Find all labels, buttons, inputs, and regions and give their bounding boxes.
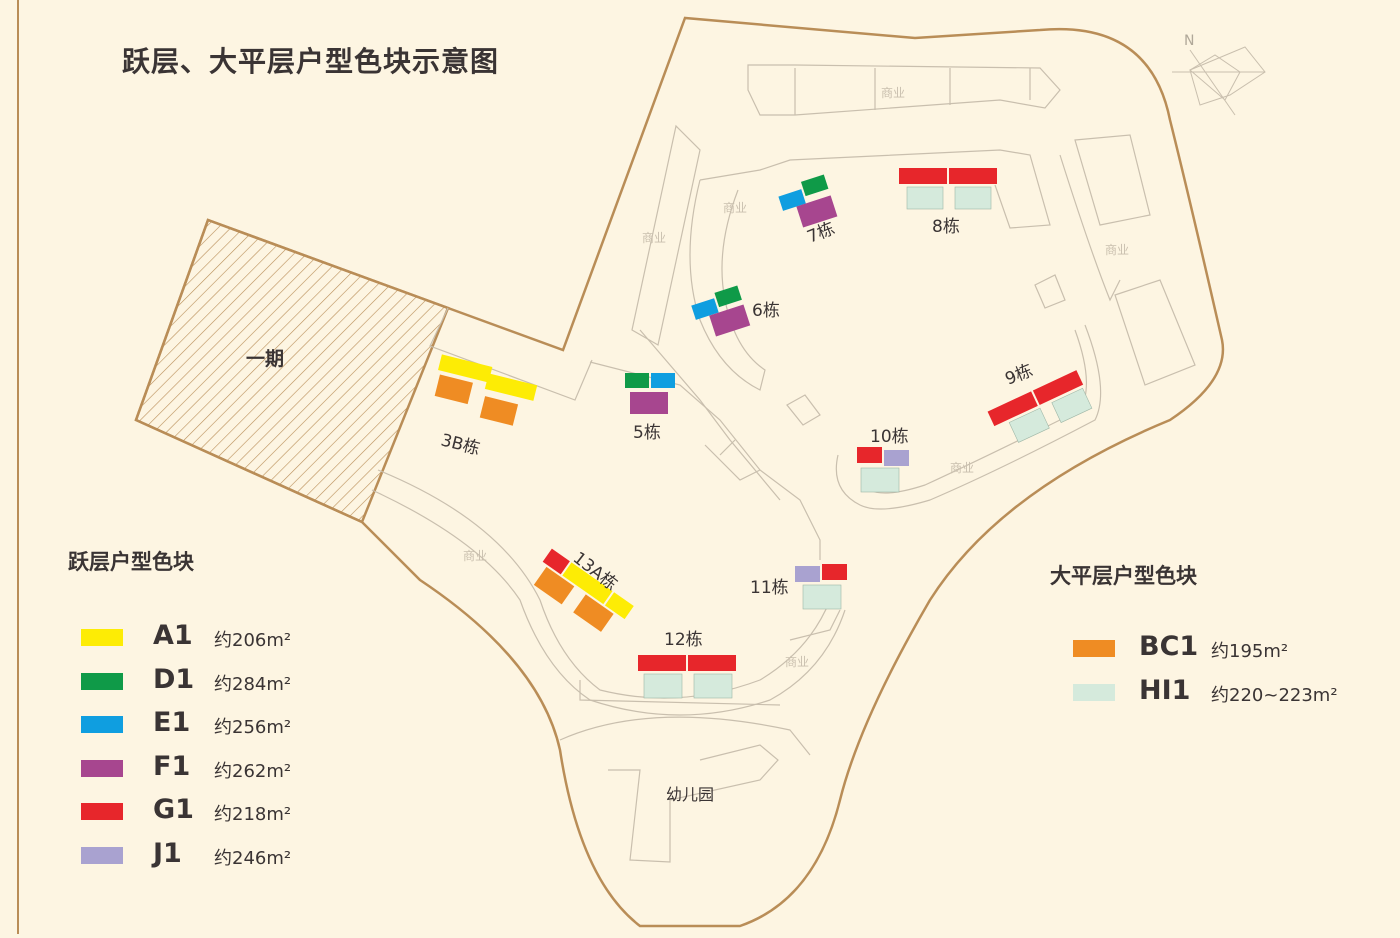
site-boundary	[134, 16, 1225, 928]
commercial-label: 商业	[463, 548, 487, 563]
legend-code: J1	[153, 837, 182, 869]
unit-hi1	[1051, 387, 1093, 423]
legend-row: D1 约284m²	[81, 664, 381, 698]
unit-hi1	[954, 186, 992, 210]
unit-bc1	[573, 594, 614, 632]
unit-hi1	[643, 673, 683, 699]
legend-area: 约246m²	[214, 847, 292, 869]
legend-code: A1	[153, 620, 193, 651]
compass: N	[1172, 33, 1266, 116]
legend-area: 约256m²	[214, 717, 292, 738]
legend-area: 约284m²	[214, 673, 292, 695]
legend-area: 约206m²	[214, 630, 292, 651]
inner-outlines	[371, 64, 1196, 863]
unit-blocks	[434, 168, 1093, 699]
building-label-6: 6栋	[752, 301, 780, 321]
unit-g1	[899, 168, 947, 184]
legend-code: E1	[153, 707, 191, 738]
compass-north-label: N	[1184, 33, 1194, 49]
building-label-5: 5栋	[633, 423, 661, 443]
unit-f1	[796, 195, 838, 228]
page-title: 跃层、大平层户型色块示意图	[122, 45, 500, 78]
commercial-label: 商业	[881, 85, 905, 100]
unit-a1	[484, 373, 538, 401]
legend-row: HI1 约220~223m²	[1073, 675, 1373, 709]
legend-area: 约195m²	[1211, 641, 1289, 662]
map-labels: 一期 幼儿园 3B栋 5栋 6栋 7栋 8栋 9栋 10栋 11栋 12栋 13…	[246, 217, 1036, 804]
legend-row: G1 约218m²	[81, 794, 381, 828]
unit-j1	[795, 566, 820, 582]
unit-g1	[1032, 370, 1084, 405]
duplex-legend-title: 跃层户型色块	[68, 550, 194, 574]
unit-e1	[651, 373, 675, 388]
legend-swatch	[81, 803, 123, 820]
legend-swatch	[1073, 640, 1115, 657]
commercial-labels: 商业 商业 商业 商业 商业 商业 商业	[463, 85, 1129, 669]
unit-a1	[562, 562, 613, 605]
unit-e1	[691, 298, 719, 320]
commercial-label: 商业	[785, 654, 809, 669]
legend-code: F1	[153, 750, 191, 782]
unit-a1	[604, 592, 634, 620]
unit-g1	[822, 564, 847, 580]
unit-g1	[987, 391, 1038, 427]
legend-swatch	[81, 672, 123, 690]
legend-swatch	[81, 759, 123, 777]
unit-hi1	[1008, 407, 1050, 443]
building-label-3b: 3B栋	[439, 430, 482, 459]
unit-f1	[630, 392, 668, 414]
unit-g1	[688, 655, 736, 671]
unit-bc1	[434, 374, 473, 405]
legend-area: 约220~223m²	[1211, 685, 1338, 706]
unit-bc1	[479, 396, 519, 426]
commercial-label: 商业	[723, 200, 747, 215]
unit-g1	[949, 168, 997, 184]
legend-code: BC1	[1139, 631, 1199, 662]
commercial-label: 商业	[642, 230, 666, 245]
building-label-9: 9栋	[1002, 361, 1035, 390]
kindergarten-label: 幼儿园	[666, 785, 714, 804]
unit-g1	[638, 655, 686, 671]
unit-d1	[714, 285, 742, 308]
building-label-11: 11栋	[750, 578, 789, 598]
legend-swatch	[81, 846, 123, 864]
unit-g1	[857, 447, 882, 463]
building-label-8: 8栋	[932, 217, 960, 237]
unit-hi1	[693, 673, 733, 699]
unit-d1	[625, 373, 649, 388]
unit-e1	[778, 189, 806, 211]
legend-row: BC1 约195m²	[1073, 631, 1373, 665]
legend-row: A1 约206m²	[81, 620, 381, 654]
unit-hi1	[906, 186, 944, 210]
flat-legend-title: 大平层户型色块	[1050, 564, 1197, 588]
building-label-10: 10栋	[870, 427, 909, 447]
building-label-12: 12栋	[664, 630, 703, 650]
legend-code: HI1	[1139, 675, 1191, 706]
legend-code: D1	[153, 663, 195, 695]
unit-a1	[438, 354, 493, 383]
legend-code: G1	[153, 794, 194, 825]
unit-hi1	[860, 467, 900, 493]
unit-g1	[542, 548, 570, 575]
legend-area: 约262m²	[214, 760, 292, 782]
legend-swatch	[1073, 684, 1115, 701]
phase-one-label: 一期	[246, 348, 284, 370]
legend-row: E1 约256m²	[81, 707, 381, 741]
unit-d1	[800, 174, 829, 197]
unit-hi1	[802, 584, 842, 610]
legend-area: 约218m²	[214, 804, 292, 825]
unit-bc1	[533, 566, 575, 605]
legend-swatch	[81, 629, 123, 646]
commercial-label: 商业	[1105, 242, 1129, 257]
phase-one-area	[134, 218, 450, 524]
commercial-label: 商业	[950, 460, 974, 475]
legend-row: J1 约246m²	[81, 838, 381, 872]
legend-swatch	[81, 716, 123, 733]
unit-f1	[709, 304, 751, 337]
unit-j1	[884, 450, 909, 466]
legend-row: F1 约262m²	[81, 751, 381, 785]
